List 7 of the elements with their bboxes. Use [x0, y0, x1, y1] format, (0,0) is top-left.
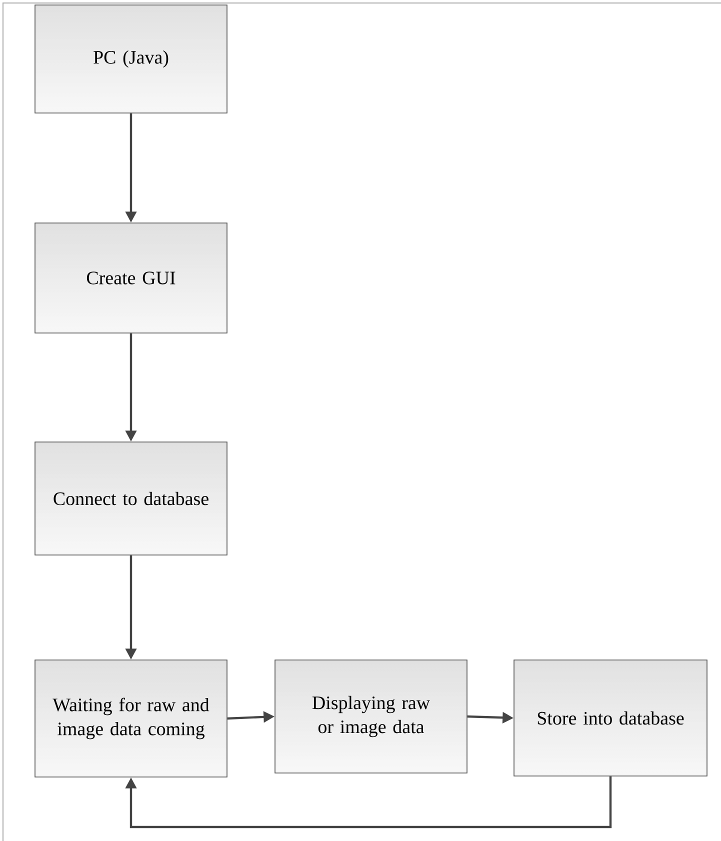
process-box: Displaying raw or image data: [274, 660, 468, 774]
process-box: PC (Java): [34, 4, 228, 114]
process-box: Waiting for raw and image data coming: [34, 660, 228, 778]
process-box: Create GUI: [34, 222, 228, 334]
process-box: Store into database: [514, 660, 708, 776]
process-box: Connect to database: [34, 442, 228, 556]
arrow: [125, 776, 612, 828]
